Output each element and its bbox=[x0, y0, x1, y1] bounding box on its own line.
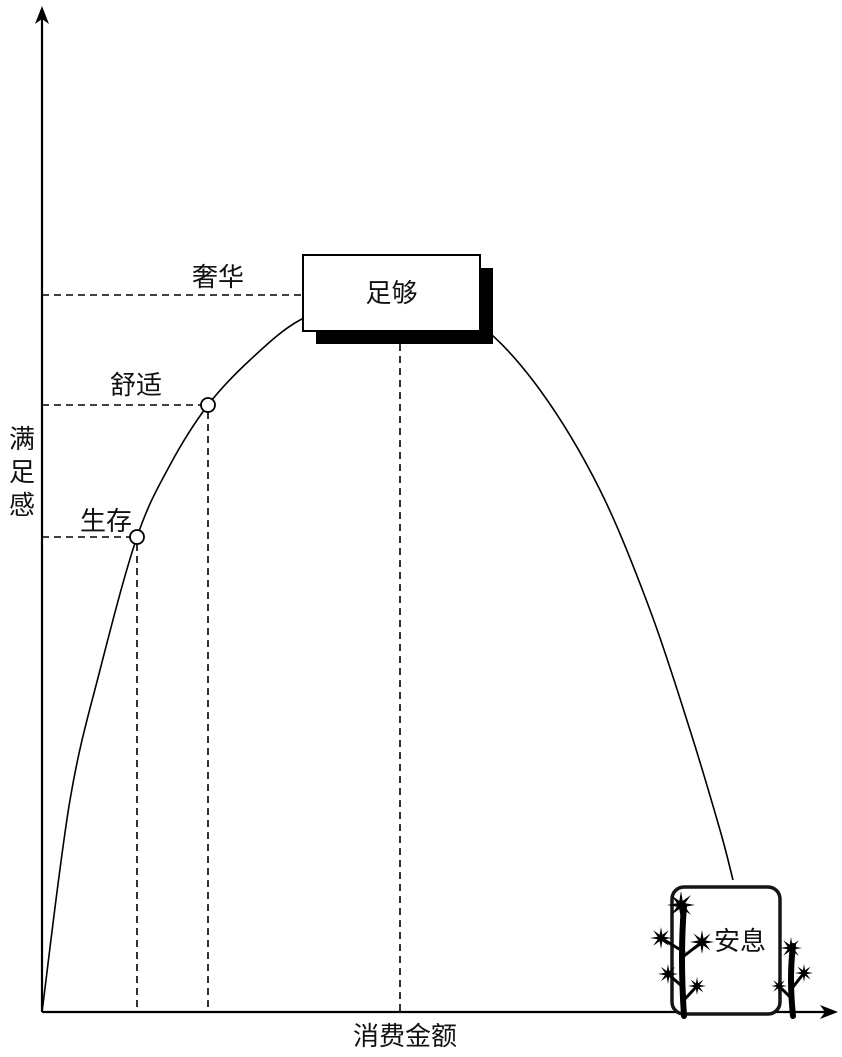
label-luxury: 奢华 bbox=[192, 263, 244, 293]
fulfillment-curve bbox=[41, 295, 734, 1013]
plant-1 bbox=[650, 891, 714, 1019]
flower-icon bbox=[690, 930, 714, 954]
flower-icon bbox=[688, 977, 706, 995]
plant-2 bbox=[771, 937, 813, 1019]
survival-point bbox=[129, 529, 145, 545]
flower-icon bbox=[667, 891, 695, 919]
tombstone bbox=[670, 885, 782, 1016]
flower-icon bbox=[780, 937, 802, 959]
enough-box bbox=[302, 254, 481, 332]
label-enough: 足够 bbox=[365, 279, 417, 309]
chart-generated-geometry bbox=[35, 6, 838, 1019]
x-axis-arrow-icon bbox=[820, 1005, 838, 1019]
flower-icon bbox=[650, 927, 672, 949]
flower-icon bbox=[658, 964, 678, 984]
label-comfort: 舒适 bbox=[110, 371, 162, 401]
x-axis-label: 消费金额 bbox=[353, 1022, 457, 1052]
y-axis-label: 满足感 bbox=[9, 425, 35, 521]
flower-icon bbox=[795, 964, 813, 982]
label-rest: 安息 bbox=[714, 927, 766, 957]
label-survival: 生存 bbox=[80, 507, 132, 537]
comfort-point bbox=[200, 397, 216, 413]
flower-icon bbox=[771, 978, 787, 994]
y-axis-arrow-icon bbox=[35, 6, 49, 24]
